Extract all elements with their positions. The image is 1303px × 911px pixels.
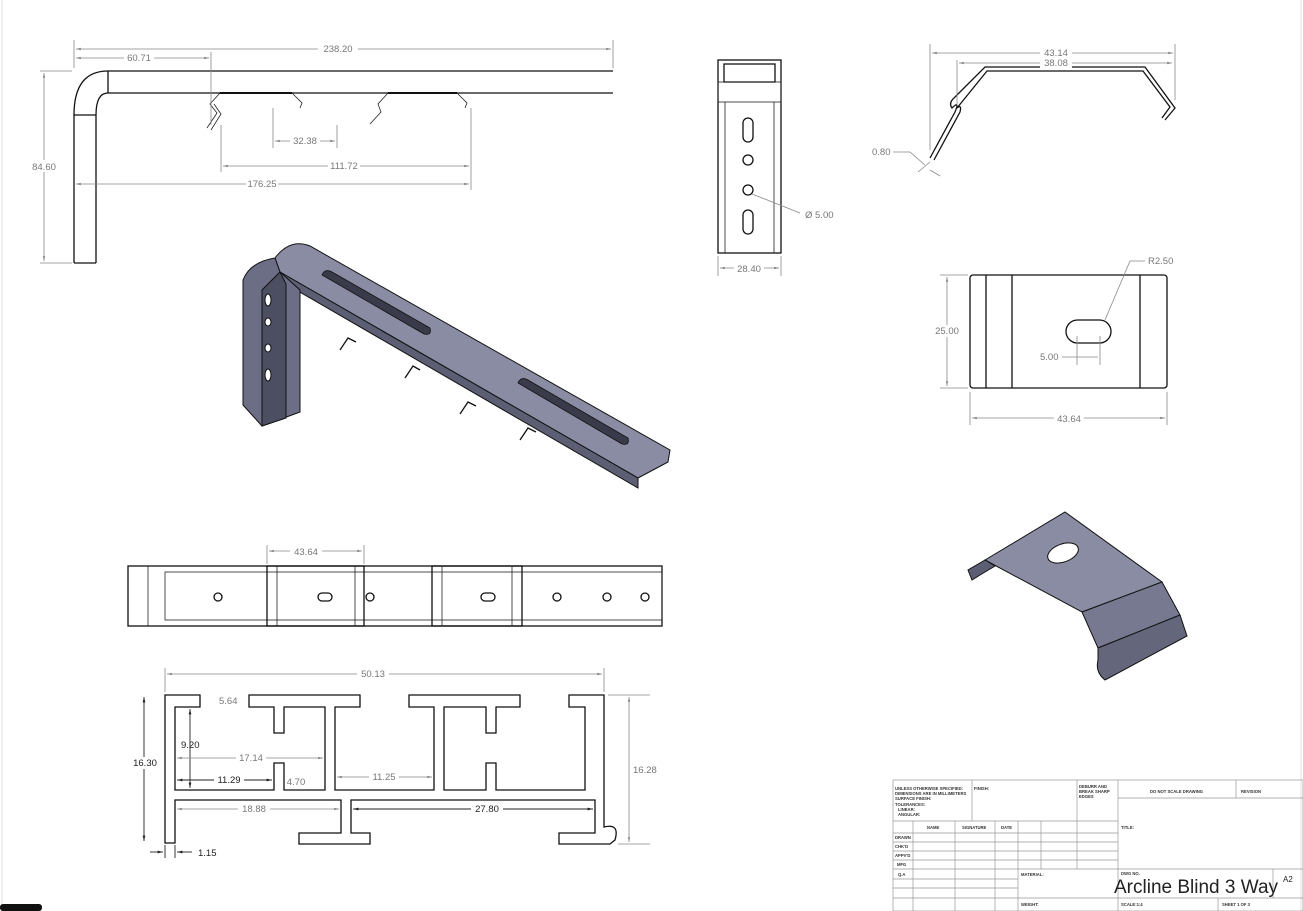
drawing-title: Arcline Blind 3 Way — [1114, 877, 1279, 898]
isometric-bracket-view — [242, 243, 671, 489]
dim-bottom-clip-width: 43.64 — [294, 547, 318, 558]
scale-label: SCALE:1:4 — [1121, 902, 1143, 907]
clip-profile-view: 43.14 38.08 0.80 — [872, 44, 1176, 177]
title-label: TITLE: — [1121, 825, 1134, 830]
clip-top-view: R2.50 5.00 25.00 43.64 — [932, 256, 1173, 425]
dim-clip-inner-width: 38.08 — [1044, 58, 1068, 69]
finish-label: FINISH: — [974, 786, 989, 791]
row-checked: CHK'D — [895, 844, 908, 849]
dim-section-lower-right: 27.80 — [475, 804, 499, 815]
row-qa: Q.A — [898, 872, 905, 877]
dim-hole-diameter: Ø 5.00 — [805, 210, 834, 221]
material-label: MATERIAL: — [1021, 872, 1044, 877]
front-view: 28.40 Ø 5.00 — [717, 59, 834, 276]
do-not-scale-note: DO NOT SCALE DRAWING — [1150, 789, 1203, 794]
deburr-note-3: EDGES — [1079, 794, 1094, 799]
sheet-size: A2 — [1283, 875, 1293, 884]
dim-section-depth: 9.20 — [181, 740, 200, 751]
tolerance-note-3: SURFACE FINISH: — [895, 796, 931, 801]
dim-section-chamber: 17.14 — [239, 753, 263, 764]
isometric-clip-view — [967, 511, 1188, 681]
tolerance-note-6: ANGULAR: — [898, 812, 920, 817]
deburr-note-2: BREAK SHARP — [1079, 789, 1110, 794]
dim-slot-length: 5.00 — [1040, 352, 1059, 363]
dim-clip-height: 25.00 — [935, 326, 959, 337]
dim-clip-width: 43.64 — [1057, 414, 1081, 425]
tolerance-note-4: TOLERANCES: — [895, 802, 925, 807]
row-mfg: MFG — [897, 862, 906, 867]
bottom-view: 43.64 — [127, 545, 663, 627]
dim-section-lip: 5.64 — [219, 696, 238, 707]
dim-section-lower-left: 18.88 — [242, 804, 266, 815]
revision-label: REVISION — [1241, 789, 1261, 794]
dim-section-stem-gap: 4.70 — [287, 777, 306, 788]
dim-bend-offset: 60.71 — [127, 53, 151, 64]
dim-clip-extent: 176.25 — [247, 179, 276, 190]
column-name: NAME — [927, 825, 940, 830]
weight-label: WEIGHT: — [1021, 902, 1039, 907]
dim-section-mid-gap: 11.25 — [372, 772, 395, 783]
row-approved: APPV'D — [895, 853, 910, 858]
dim-section-overall: 50.13 — [361, 669, 385, 680]
title-block: UNLESS OTHERWISE SPECIFIED: DIMENSIONS A… — [892, 779, 1303, 911]
dim-overall-length: 238.20 — [323, 44, 352, 55]
dim-clip-span: 111.72 — [330, 161, 358, 172]
dim-clip-outer-width: 43.14 — [1044, 48, 1068, 59]
dim-clip-spacing: 32.38 — [293, 136, 317, 147]
dwg-no-label: DWG NO. — [1121, 871, 1140, 876]
dim-height: 84.60 — [32, 162, 56, 173]
tolerance-note-5: LINEAR: — [898, 807, 915, 812]
side-view: 238.20 60.71 84.60 32.38 111.72 176.25 — [28, 40, 614, 264]
sheet-number: SHEET 1 OF 3 — [1222, 902, 1251, 907]
column-signature: SIGNATURE — [962, 825, 987, 830]
tolerance-note-1: UNLESS OTHERWISE SPECIFIED: — [895, 786, 963, 791]
tolerance-note-2: DIMENSIONS ARE IN MILLIMETERS — [895, 791, 966, 796]
deburr-note-1: DEBURR AND — [1079, 784, 1107, 789]
column-date: DATE — [1001, 825, 1012, 830]
dim-section-height-right: 16.28 — [633, 765, 657, 776]
dim-front-width: 28.40 — [737, 264, 761, 275]
dim-section-height-left: 16.30 — [133, 758, 157, 769]
section-profile-view: 50.13 5.64 9.20 17.14 11.29 4.70 11.25 1… — [130, 668, 657, 859]
dim-section-left-gap: 11.29 — [217, 775, 240, 786]
dim-clip-thickness: 0.80 — [872, 147, 891, 158]
dim-slot-radius: R2.50 — [1148, 256, 1173, 267]
dim-section-wall: 1.15 — [198, 848, 217, 859]
row-drawn: DRAWN — [895, 835, 911, 840]
